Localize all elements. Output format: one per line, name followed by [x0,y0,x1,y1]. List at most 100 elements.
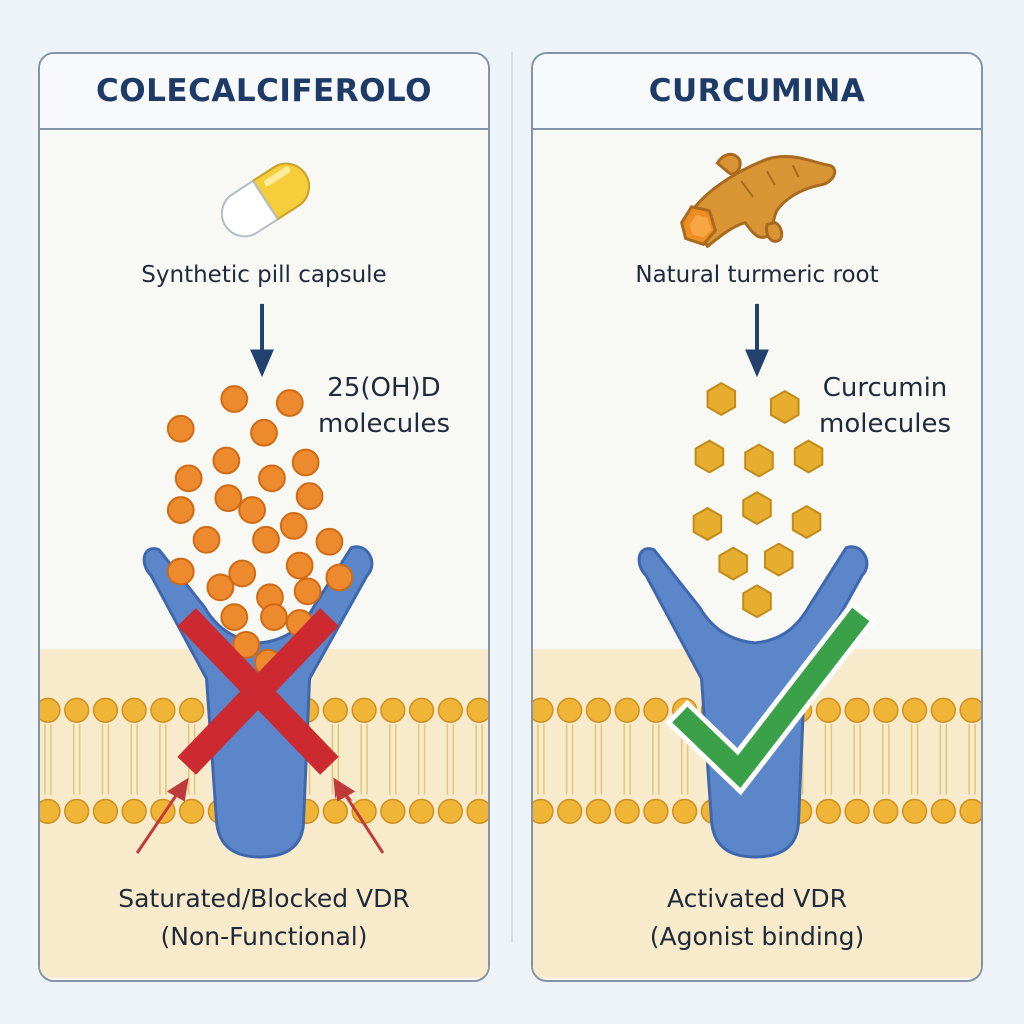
red-x-icon [177,608,339,775]
25ohd-molecule [166,414,195,443]
lipid-head [322,697,348,723]
lipid-head [557,798,583,825]
lipid-head [179,697,205,723]
lipid-head [959,798,981,825]
status-label: Activated VDR (Agonist binding) [533,880,981,956]
lipid-head [901,697,928,723]
lipid-head [408,697,435,723]
25ohd-molecule [232,630,261,659]
lipid-head [380,798,406,825]
curcumin-molecule [742,584,772,619]
25ohd-molecules [166,385,354,677]
status-line2: (Non-Functional) [160,922,368,951]
25ohd-molecule [166,557,195,586]
lipid-head [40,798,61,825]
curcumin-molecule [718,546,748,581]
25ohd-molecule [174,464,203,493]
lipid-head [672,798,698,825]
25ohd-molecule [325,563,354,592]
lipid-head [959,697,981,723]
green-check-icon [665,600,877,796]
25ohd-molecule [260,603,288,631]
25ohd-molecule [250,418,278,447]
lipid-head [437,798,463,825]
curcumina-diagram [533,152,981,978]
lipid-head [614,697,640,723]
colecalciferolo-panel: COLECALCIFEROLO Synthetic pill capsule 2… [38,52,490,982]
25ohd-molecule [166,496,195,524]
lipid-head [64,697,90,723]
lipid-head [380,697,406,723]
25ohd-molecule [238,496,266,524]
lipid-head [873,798,899,825]
25ohd-molecule [206,573,235,602]
curcumin-molecule [694,439,725,474]
25ohd-molecule [192,525,221,554]
lipid-head [585,697,612,723]
curcumin-molecule [764,542,794,577]
lipid-head [533,798,554,825]
curcumin-molecule [706,382,737,417]
blocking-arrow-right-icon [333,777,385,854]
panel-title: CURCUMINA [648,73,866,109]
lipid-head [533,697,554,723]
lipid-head [40,697,61,723]
25ohd-molecule [291,448,320,477]
blocking-arrow-left-icon [135,777,189,854]
lipid-head [408,798,435,825]
molecule-label-line2: molecules [318,409,450,439]
molecule-label: Curcumin molecules [819,370,951,442]
lipid-head [557,697,583,723]
25ohd-molecule [279,512,308,540]
25ohd-molecule [293,577,322,606]
25ohd-molecule [214,484,243,513]
curcumin-molecule [769,389,800,424]
lipid-head [437,697,463,723]
panel-header: COLECALCIFEROLO [40,54,488,130]
25ohd-molecule [285,551,314,580]
lipid-head [92,697,119,723]
source-label: Natural turmeric root [635,262,879,288]
down-arrow-icon [250,303,274,378]
center-divider [511,52,513,942]
lipid-head [585,798,612,825]
curcumin-molecule [692,506,723,541]
25ohd-molecule [220,385,249,413]
25ohd-molecule [258,464,286,493]
curcumina-panel: CURCUMINA Natural turmeric root Curcumin… [531,52,983,982]
25ohd-molecule [295,482,324,511]
status-line1: Activated VDR [667,884,847,913]
lipid-head [466,798,488,825]
lipid-head [643,697,669,723]
25ohd-molecule [275,389,304,417]
lipid-head [150,697,176,723]
down-arrow-icon [745,303,769,378]
capsule-icon [220,162,311,238]
curcumin-molecule [742,491,772,526]
lipid-head [121,798,147,825]
curcumin-molecule [791,504,822,539]
turmeric-root-icon [680,152,837,248]
25ohd-molecule [228,559,257,588]
status-line2: (Agonist binding) [649,922,865,951]
lipid-head [815,697,841,723]
25ohd-molecule [212,446,241,475]
status-label: Saturated/Blocked VDR (Non-Functional) [40,880,488,956]
lipid-head [614,798,640,825]
lipid-head [322,798,348,825]
panel-title: COLECALCIFEROLO [96,73,432,109]
molecule-label-line1: Curcumin [822,373,948,403]
curcumin-molecule [744,443,774,478]
lipid-head [64,798,90,825]
source-label: Synthetic pill capsule [141,262,387,288]
lipid-head [930,798,956,825]
lipid-head [92,798,119,825]
lipid-head [901,798,928,825]
lipid-head [351,697,377,723]
lipid-head [844,798,870,825]
molecule-label-line1: 25(OH)D [327,373,441,403]
curcumin-molecules [692,382,824,619]
lipid-head [179,798,205,825]
lipid-head [930,697,956,723]
lipid-head [466,697,488,723]
